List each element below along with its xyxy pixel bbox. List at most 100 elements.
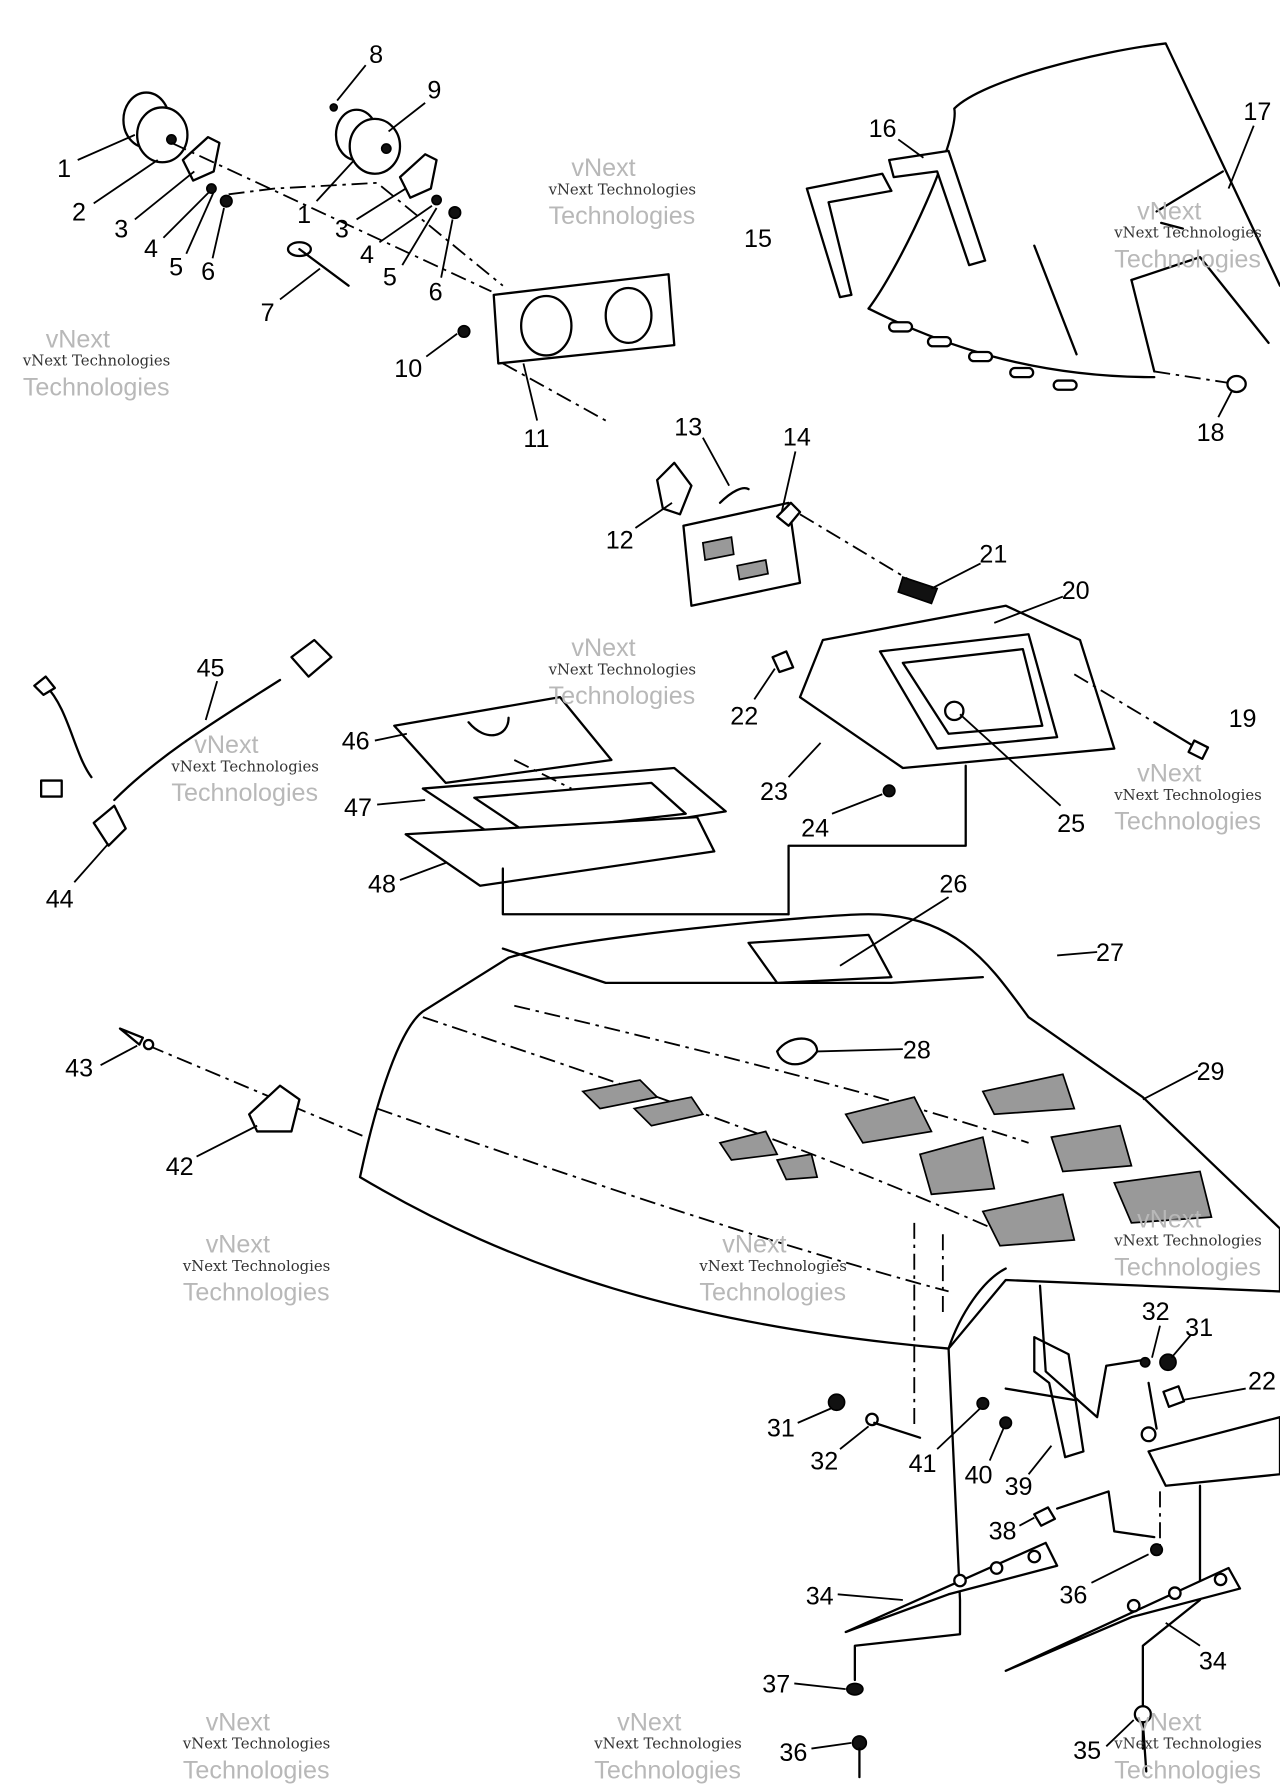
callout-label: 12 [606, 527, 634, 555]
callout-label: 24 [801, 815, 829, 843]
watermark-text: vNext Technologies [22, 352, 170, 370]
callout-label: 5 [383, 264, 397, 292]
gauge-left [122, 91, 233, 208]
callout-label: 3 [335, 216, 349, 244]
callout-label: 25 [1057, 810, 1085, 838]
watermark-big-bottom: Technologies [183, 1279, 330, 1307]
callout-label: 27 [1096, 939, 1124, 967]
watermark-big-top: vNext [571, 154, 635, 182]
callout-label: 26 [939, 871, 967, 899]
watermark-big-top: vNext [1137, 197, 1201, 225]
plate-47 [421, 766, 727, 847]
callout-label: 45 [197, 655, 225, 683]
callout-label: 22 [1248, 1368, 1276, 1396]
watermark-text: vNext Technologies [170, 757, 318, 775]
watermark-text: vNext Technologies [548, 180, 696, 198]
watermark-text: vNext Technologies [182, 1735, 330, 1753]
watermark-text: vNext Technologies [593, 1735, 741, 1753]
callout-label: 6 [201, 258, 215, 286]
callout-label: 7 [261, 299, 275, 327]
watermark-big-top: vNext [571, 634, 635, 662]
watermark-text: vNext Technologies [182, 1257, 330, 1275]
callout-label: 36 [1059, 1581, 1087, 1609]
watermark-big-bottom: Technologies [183, 1756, 330, 1784]
callout-label: 32 [1142, 1298, 1170, 1326]
gauge-bezel [457, 273, 676, 365]
callout-label: 18 [1197, 419, 1225, 447]
callout-label: 4 [360, 241, 374, 269]
callout-label: 37 [762, 1671, 790, 1699]
leader-lines [73, 64, 1255, 1750]
watermark-big-top: vNext [617, 1708, 681, 1736]
watermark-text: vNext Technologies [1113, 224, 1261, 242]
callout-label: 10 [394, 355, 422, 383]
callout-label: 1 [297, 201, 311, 229]
hood [358, 913, 1280, 1350]
callout-label: 38 [989, 1517, 1017, 1545]
watermark-big-bottom: Technologies [171, 779, 318, 807]
watermark-big-bottom: Technologies [1114, 1756, 1261, 1784]
callout-label: 19 [1229, 705, 1257, 733]
watermark-big-bottom: Technologies [1114, 808, 1261, 836]
callout-label: 20 [1062, 577, 1090, 605]
callout-label: 46 [342, 728, 370, 756]
callout-label: 11 [523, 425, 549, 453]
callout-label: 48 [368, 871, 396, 899]
watermark-big-top: vNext [722, 1231, 786, 1259]
callout-label: 8 [369, 41, 383, 69]
watermark-text: vNext Technologies [548, 660, 696, 678]
callout-label: 3 [114, 216, 128, 244]
gauge-right [329, 103, 462, 220]
watermark-big-top: vNext [1137, 1205, 1201, 1233]
windshield [805, 42, 1280, 394]
spring-21 [897, 576, 939, 605]
callout-label: 4 [144, 235, 158, 263]
bolt-19 [1153, 721, 1210, 760]
callout-label: 47 [344, 794, 372, 822]
callout-label: 32 [810, 1448, 838, 1476]
callout-label: 44 [46, 885, 74, 913]
callout-label: 43 [65, 1055, 93, 1083]
callout-label: 42 [166, 1153, 194, 1181]
callout-label: 39 [1005, 1473, 1033, 1501]
callout-label: 41 [909, 1450, 937, 1478]
callout-label: 15 [744, 225, 772, 253]
pad-46 [393, 696, 613, 784]
callout-label: 21 [979, 540, 1007, 568]
callout-label: 29 [1197, 1058, 1225, 1086]
watermark-big-bottom: Technologies [549, 682, 696, 710]
watermark-big-top: vNext [1137, 760, 1201, 788]
watermark-text: vNext Technologies [1113, 1735, 1261, 1753]
callout-label: 14 [783, 424, 811, 452]
callout-label: 2 [72, 199, 86, 227]
watermark-text: vNext Technologies [698, 1257, 846, 1275]
bolt-7 [286, 241, 350, 287]
callout-label: 6 [429, 279, 443, 307]
wiring-harness [33, 638, 333, 847]
watermark-big-bottom: Technologies [549, 202, 696, 230]
callout-label: 34 [806, 1583, 834, 1611]
callout-label: 22 [730, 703, 758, 731]
watermark-big-top: vNext [194, 731, 258, 759]
lower-hardware [827, 1222, 1280, 1779]
watermark-big-bottom: Technologies [23, 373, 170, 401]
plate-48 [404, 816, 716, 887]
watermark-big-bottom: Technologies [1114, 1253, 1261, 1281]
callout-labels: 8 9 1 2 3 4 5 6 1 3 4 5 6 7 10 11 15 16 … [46, 41, 1276, 1767]
watermark-big-bottom: Technologies [1114, 245, 1261, 273]
watermark-big-top: vNext [1137, 1708, 1201, 1736]
callout-label: 17 [1243, 98, 1271, 126]
watermark-big-bottom: Technologies [699, 1279, 846, 1307]
watermark-text: vNext Technologies [1113, 1232, 1261, 1250]
